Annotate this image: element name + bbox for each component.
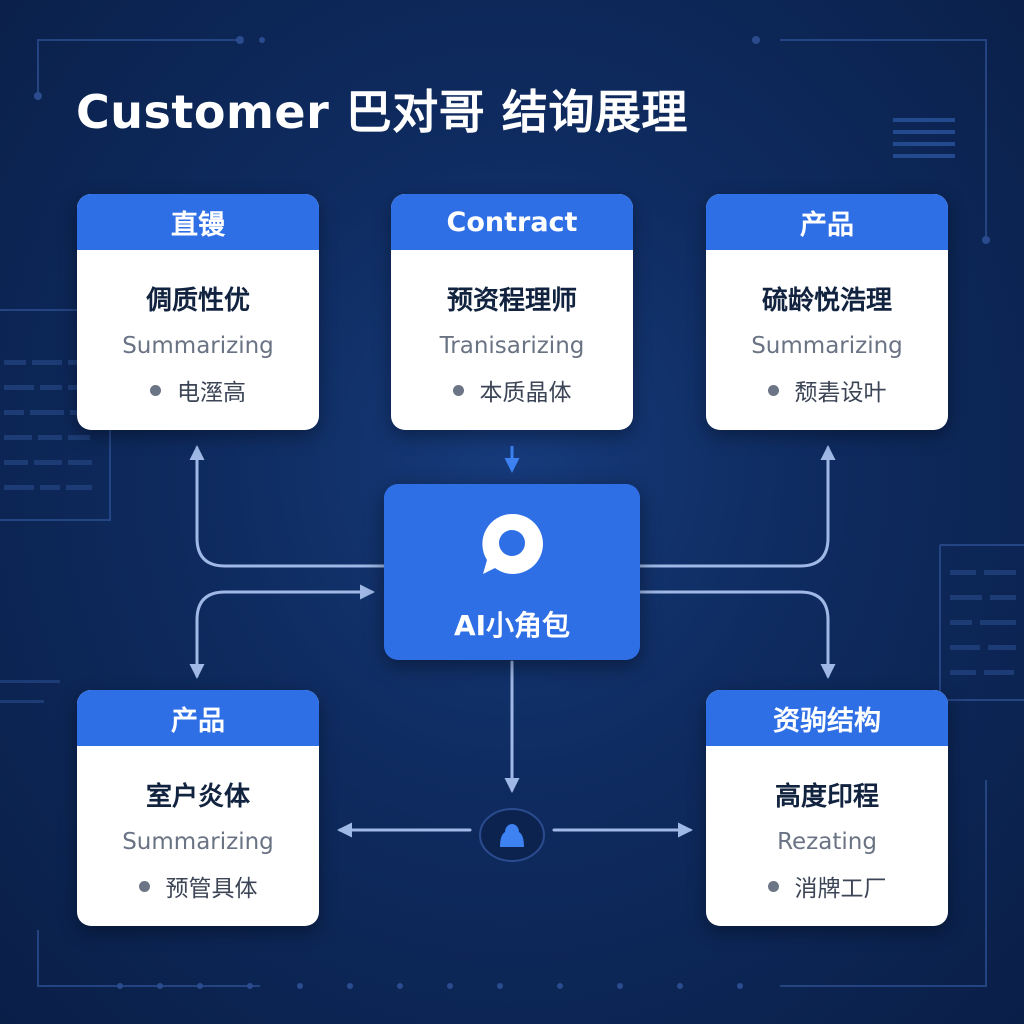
bullet-dot-icon xyxy=(767,384,779,396)
card-bottom-right[interactable]: 资驹结构 高度印程 Rezating 消牌工厂 xyxy=(706,690,948,926)
page-title: Customer 巴对哥 结询展理 xyxy=(76,85,688,139)
center-node[interactable]: AI小角包 xyxy=(384,484,640,660)
card-title: 室户炎体 xyxy=(145,782,250,812)
card-title: 高度印程 xyxy=(774,782,879,812)
bullet-dot-icon xyxy=(150,384,161,396)
bullet-dot-icon xyxy=(452,384,464,396)
card-title: 倜质性优 xyxy=(145,286,250,316)
connector-center-to-card-1 xyxy=(189,445,386,568)
user-icon[interactable] xyxy=(478,807,546,863)
bullet-dot-icon xyxy=(138,880,150,892)
card-title: 预资程理师 xyxy=(446,286,577,316)
card-subtitle: Tranisarizing xyxy=(439,333,585,359)
card-top-left[interactable]: 直镘 倜质性优 Summarizing 电溼高 xyxy=(77,194,319,430)
card-header: 产品 xyxy=(77,690,319,746)
card-bullet: 预管具体 xyxy=(77,869,319,903)
connector-center-to-card-4 xyxy=(189,584,375,679)
card-header: Contract xyxy=(391,194,633,250)
card-bullet: 消牌工厂 xyxy=(706,869,948,903)
card-subtitle: Summarizing xyxy=(122,829,274,855)
card-bullet: 电溼高 xyxy=(77,373,319,407)
card-header: 资驹结构 xyxy=(706,690,948,746)
connector-center-to-card-5 xyxy=(638,590,836,679)
card-bottom-left[interactable]: 产品 室户炎体 Summarizing 预管具体 xyxy=(77,690,319,926)
card-bullet: 本质晶体 xyxy=(391,373,633,407)
card-top-right[interactable]: 产品 硫龄悦浩理 Summarizing 颓砉设叶 xyxy=(706,194,948,430)
card-title: 硫龄悦浩理 xyxy=(761,286,892,316)
card-header: 直镘 xyxy=(77,194,319,250)
card-bullet-text: 消牌工厂 xyxy=(794,876,887,902)
card-subtitle: Summarizing xyxy=(751,333,903,359)
center-node-label: AI小角包 xyxy=(453,609,571,642)
bullet-dot-icon xyxy=(767,880,779,892)
card-header: 产品 xyxy=(706,194,948,250)
card-bullet: 颓砉设叶 xyxy=(706,373,948,407)
chat-bubble-icon xyxy=(482,513,543,574)
card-subtitle: Rezating xyxy=(777,829,877,855)
card-top-center[interactable]: Contract 预资程理师 Tranisarizing 本质晶体 xyxy=(391,194,633,430)
card-subtitle: Summarizing xyxy=(122,333,274,359)
card-bullet-text: 电溼高 xyxy=(177,380,246,406)
card-bullet-text: 颓砉设叶 xyxy=(794,380,887,406)
connector-center-to-card-3 xyxy=(638,445,836,568)
card-bullet-text: 本质晶体 xyxy=(479,380,572,406)
card-bullet-text: 预管具体 xyxy=(165,876,258,902)
